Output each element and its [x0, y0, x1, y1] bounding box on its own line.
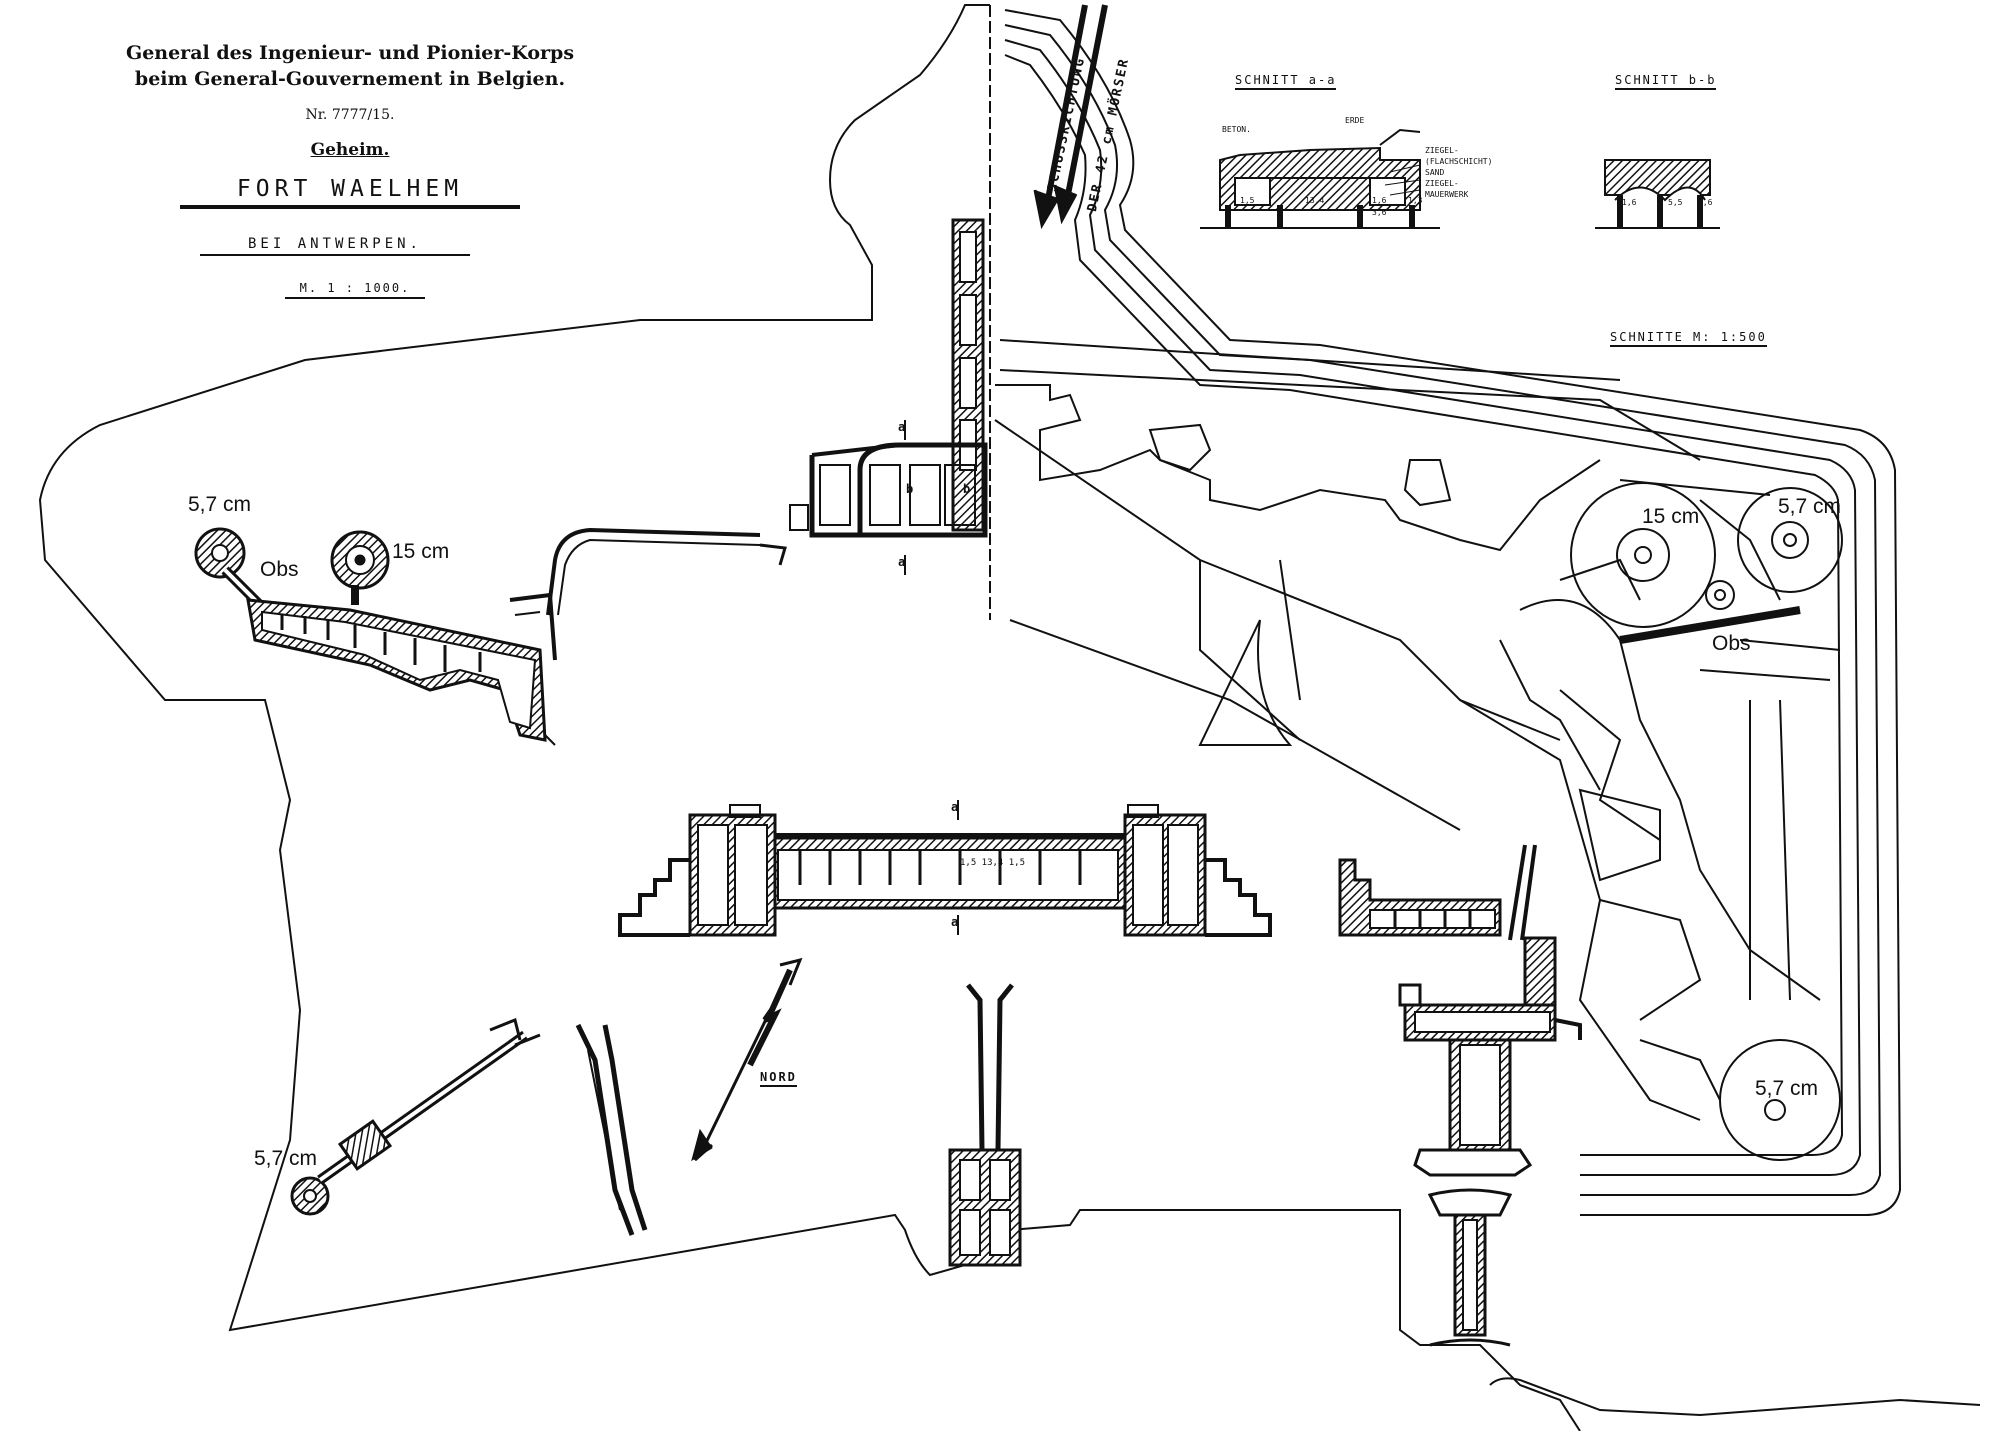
north-arrow	[691, 957, 803, 1162]
gun-label-east-57: 5,7 cm	[1778, 495, 1842, 518]
map-scale: M. 1 : 1000.	[285, 281, 425, 299]
section-b-dim-2: 5,5	[1668, 198, 1683, 207]
east-casemate	[1338, 844, 1582, 1347]
org-line-2: beim General-Gouvernement in Belgien.	[134, 68, 566, 90]
gun-label-southeast-57: 5,7 cm	[1755, 1077, 1819, 1100]
classification: Geheim.	[310, 140, 390, 160]
sections-scale: SCHNITTE M: 1:500	[1610, 330, 1767, 347]
barracks	[618, 804, 1272, 937]
section-mark-a-top: a	[898, 420, 906, 434]
label-mauerwerk: MAUERWERK	[1425, 190, 1469, 199]
section-mark-b-2: b	[963, 482, 971, 496]
label-ziegel-1: ZIEGEL-	[1425, 146, 1459, 155]
fort-outline-southeast	[1489, 1377, 1981, 1417]
gun-label-east-15: 15 cm	[1642, 505, 1700, 528]
section-a-dim-1: 1,5	[1240, 196, 1255, 205]
east-batteries	[1570, 479, 1843, 1161]
rampart-works	[994, 339, 1821, 1121]
map-title: FORT WAELHEM	[180, 176, 520, 209]
label-flachschicht: (FLACHSCHICHT)	[1425, 157, 1493, 166]
section-b-dim-3: 1,6	[1698, 198, 1713, 207]
section-b-title: SCHNITT b-b	[1615, 73, 1717, 90]
gun-label-west-obs: Obs	[260, 558, 299, 581]
label-erde: ERDE	[1345, 116, 1365, 125]
central-casemate	[546, 218, 988, 616]
section-a-dim-5: 3,6	[1372, 208, 1387, 217]
north-label: NORD	[760, 1070, 797, 1087]
label-sand: SAND	[1425, 168, 1445, 177]
org-line-1: General des Ingenieur- und Pionier-Korps	[125, 42, 575, 64]
gun-label-west-15: 15 cm	[392, 540, 450, 563]
section-a-dim-4: 1,3	[1408, 196, 1423, 205]
document-number: Nr. 7777/15.	[305, 107, 395, 123]
south-caponier	[948, 983, 1022, 1267]
section-a-title: SCHNITT a-a	[1235, 73, 1337, 90]
section-b-drawing	[1595, 159, 1720, 229]
section-mark-c-top: a	[951, 800, 959, 814]
southwest-battery	[290, 1017, 541, 1216]
section-b-dim-1: 1,6	[1622, 198, 1637, 207]
section-a-dim-3: 1,6	[1372, 196, 1387, 205]
section-a-drawing	[1200, 128, 1440, 229]
section-a-dim-2: 13,4	[1305, 196, 1325, 205]
fort-outline-south	[984, 1209, 1581, 1431]
map-subtitle: BEI ANTWERPEN.	[200, 236, 470, 256]
firing-direction-arrows	[1033, 4, 1108, 230]
section-mark-a-bottom: a	[898, 555, 906, 569]
barrack-dimensions: 1,5 13,4 1,5	[960, 858, 1026, 868]
label-ziegel-2: ZIEGEL-	[1425, 179, 1459, 188]
section-mark-c-bottom: a	[951, 915, 959, 929]
section-mark-lines	[904, 420, 959, 935]
fort-outline-west	[38, 4, 990, 1332]
west-battery	[194, 527, 557, 746]
label-beton: BETON.	[1222, 125, 1251, 134]
gun-label-east-obs: Obs	[1712, 632, 1751, 655]
gun-label-southwest-57: 5,7 cm	[254, 1147, 318, 1170]
gun-label-west-57: 5,7 cm	[188, 493, 252, 516]
west-caponier	[575, 1023, 648, 1236]
section-mark-b-1: b	[906, 482, 914, 496]
